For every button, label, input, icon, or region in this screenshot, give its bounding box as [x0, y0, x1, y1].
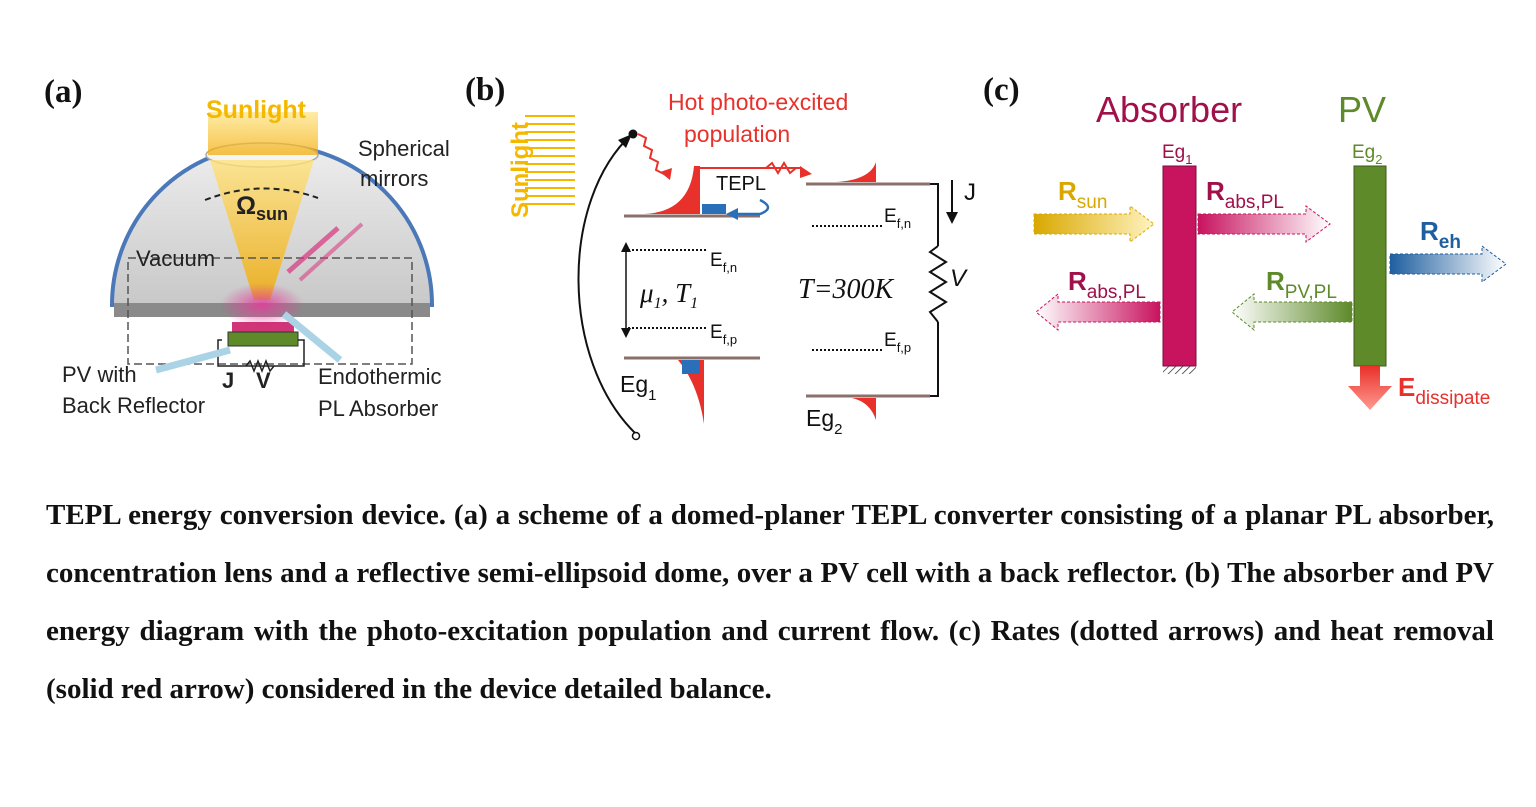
spherical-label-1: Spherical: [358, 136, 450, 161]
r-abs-pl-left-arrow: [1035, 292, 1161, 332]
eg2-c-label: Eg2: [1352, 142, 1382, 167]
tepl-squiggle: [765, 161, 797, 175]
eg1-b-label: Eg1: [620, 371, 656, 404]
eg2-b-label: Eg2: [806, 405, 842, 438]
r-eh-label: Reh: [1420, 216, 1461, 253]
endo-pointer: [281, 311, 343, 363]
hot-label-2: population: [684, 121, 790, 147]
vacuum-box: [127, 257, 413, 365]
hot-arrowhead: [660, 168, 672, 180]
sunlight-b-label: Sunlight: [507, 122, 534, 218]
absorber-vb-population: [678, 360, 704, 424]
panel-b-label: (b): [465, 72, 505, 108]
r-sun-label: Rsun: [1058, 176, 1107, 213]
pv-efn-label: Ef,n: [884, 206, 911, 231]
panel-c: (c) Absorber PV Eg1 Eg2 Rsun Rabs,PL Rab…: [983, 72, 1507, 410]
j-label: J: [222, 368, 234, 393]
mu-arrow-bottom: [621, 328, 631, 338]
pv-efp-label: Ef,p: [884, 330, 911, 355]
figure-caption: TEPL energy conversion device. (a) a sch…: [46, 499, 1494, 705]
figure: (a) Sunlight Spherical mirrors Ωsun Vacu…: [44, 72, 1507, 441]
pl-ray: [286, 226, 340, 274]
pl-ray: [298, 222, 364, 282]
pl-absorber: [232, 322, 294, 332]
panel-a-label: (a): [44, 74, 82, 110]
pv-cb-population: [836, 162, 876, 182]
tepl-return-head: [726, 208, 738, 220]
mu-arrow-top: [621, 242, 631, 252]
omega-label: Ωsun: [236, 192, 288, 224]
r-sun-arrow: [1033, 205, 1155, 243]
absorber-efn-label: Ef,n: [710, 250, 737, 275]
j-arrowhead: [946, 212, 958, 224]
pv-label-1: PV with: [62, 362, 137, 387]
omega-arc: [204, 187, 319, 201]
temperature-label: T=300K: [798, 274, 894, 305]
excitation-arrowhead: [618, 134, 632, 148]
panel-c-label: (c): [983, 72, 1020, 108]
eg1-c-label: Eg1: [1162, 142, 1192, 167]
pv-label-2: Back Reflector: [62, 393, 205, 418]
endo-label-1: Endothermic: [318, 364, 442, 389]
sunlight-label: Sunlight: [206, 96, 307, 124]
sunlight-beam: [208, 112, 318, 155]
pv-resistor: [928, 245, 948, 323]
r-abs-pl-left-label: Rabs,PL: [1068, 266, 1146, 303]
e-dissipate-arrow: [1348, 366, 1392, 410]
pv-pointer: [155, 346, 231, 374]
absorber-hatch: [1163, 366, 1196, 374]
spherical-label-2: mirrors: [360, 166, 428, 191]
r-abs-pl-right-arrow: [1197, 205, 1331, 243]
panel-b: (b) Sunlight: [465, 72, 976, 441]
e-dissipate-label: Edissipate: [1398, 372, 1490, 409]
sun-cone: [210, 160, 314, 300]
j-b-label: J: [964, 179, 976, 206]
tepl-return: [730, 198, 770, 216]
endo-label-2: PL Absorber: [318, 396, 438, 421]
pv-circuit: [930, 183, 939, 397]
r-abs-pl-right-label: Rabs,PL: [1206, 176, 1284, 213]
pv-vb-population: [852, 398, 876, 420]
sunlight-rays: [525, 115, 575, 205]
v-label: V: [256, 368, 271, 393]
absorber-vb-blue: [682, 360, 700, 374]
hot-label-1: Hot photo-excited: [668, 89, 848, 115]
hot-squiggle: [637, 133, 665, 175]
r-pv-pl-left-arrow: [1231, 292, 1353, 332]
vacuum-label: Vacuum: [136, 246, 215, 271]
v-b-label: V: [950, 265, 968, 292]
circuit: [217, 339, 305, 367]
end-dot: [628, 129, 638, 139]
tepl-arrowhead: [800, 166, 812, 178]
mu-t-label: μ1, T1: [639, 278, 698, 312]
absorber-cb-population: [644, 166, 700, 214]
absorber-efp-label: Ef,p: [710, 322, 737, 347]
excitation-arc: [577, 133, 637, 435]
resistor: [245, 358, 275, 374]
r-eh-arrow: [1389, 245, 1507, 283]
tepl-label: TEPL: [716, 173, 766, 195]
pv-bar: [1353, 165, 1387, 367]
r-pv-pl-label: RPV,PL: [1266, 266, 1337, 303]
absorber-title: Absorber: [1096, 89, 1242, 130]
absorber-cb-blue: [702, 204, 726, 214]
absorber-bar: [1162, 165, 1197, 367]
panel-a: (a) Sunlight Spherical mirrors Ωsun Vacu…: [44, 74, 450, 421]
pv-cell: [227, 331, 299, 347]
pv-title: PV: [1338, 89, 1386, 130]
start-dot: [631, 431, 641, 441]
